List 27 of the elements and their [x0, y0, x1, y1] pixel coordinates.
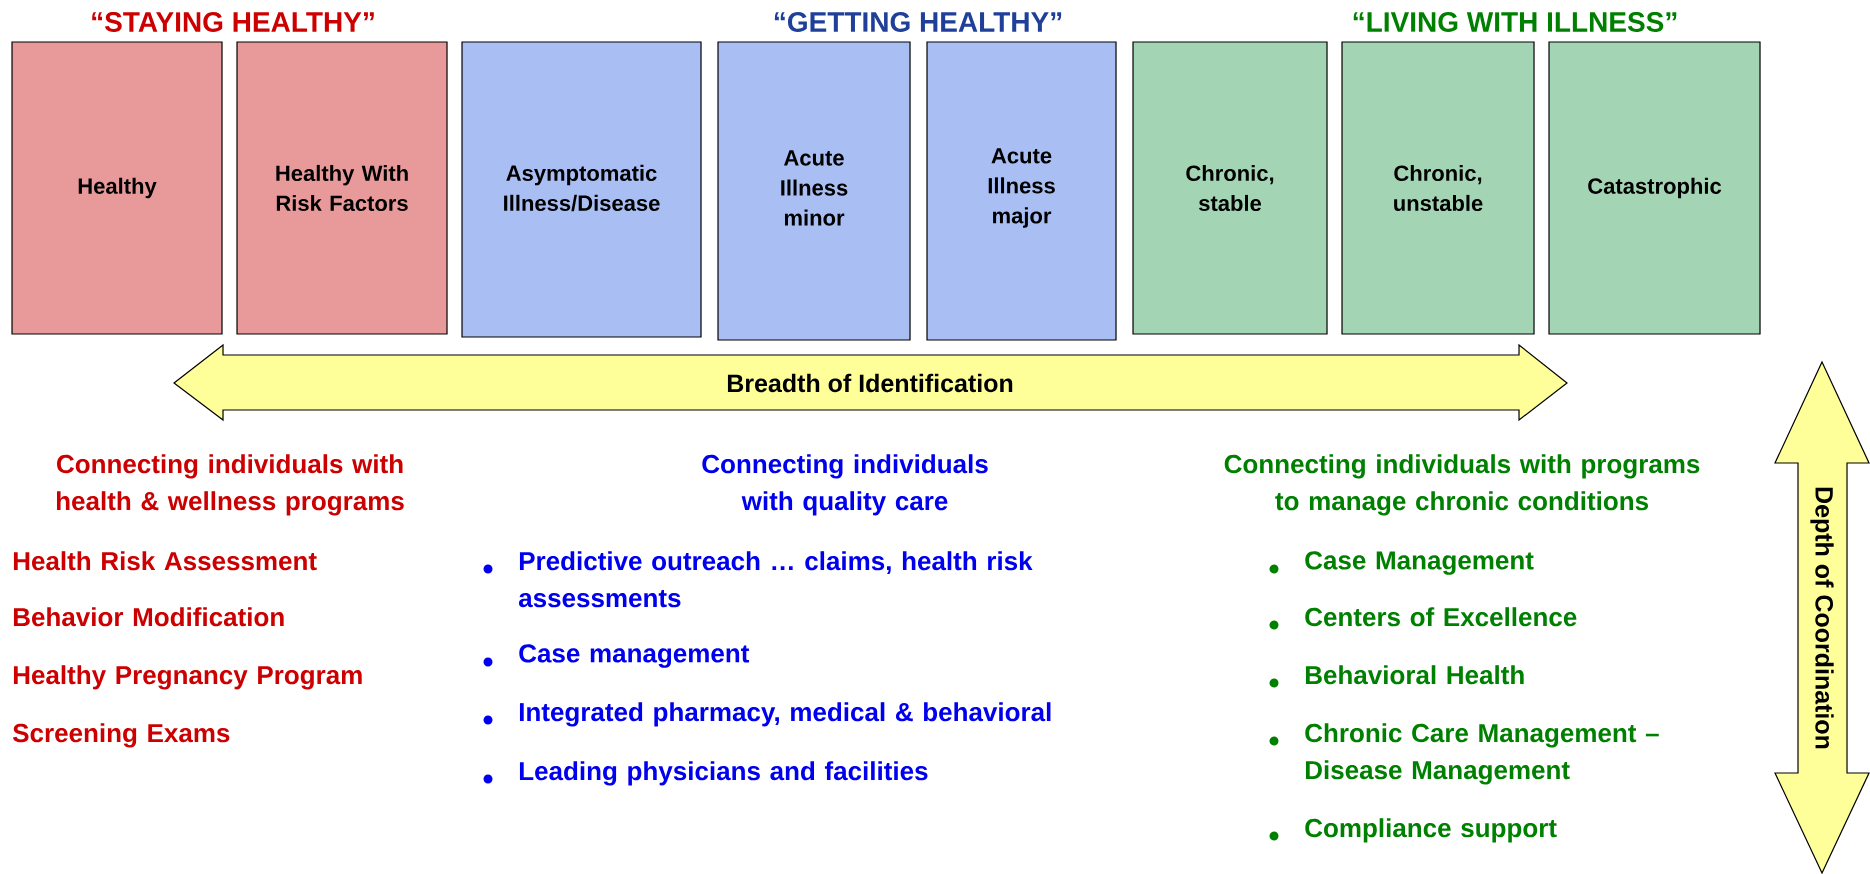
list-item: Compliance support: [1305, 818, 1557, 843]
stage-box: Chronic, unstable: [1341, 41, 1535, 335]
list-item: Case Management: [1305, 551, 1534, 575]
list-item: Health Risk Assessment: [13, 551, 317, 571]
list-item: Integrated pharmacy, medical & behavioral: [519, 702, 1051, 727]
stage-box: Catastrophic: [1548, 41, 1761, 335]
list-item: Behavior Modification: [13, 607, 284, 627]
list-item: Behavioral Health: [1305, 665, 1524, 685]
column-heading: Connecting individuals with health & wellness programs: [57, 454, 404, 516]
list-item: Centers of Excellence: [1305, 607, 1577, 627]
stage-box: Asymptomatic Illness/Disease: [461, 41, 702, 338]
list-item: Case management: [519, 644, 750, 668]
section-heading: “STAYING HEALTHY”: [92, 12, 374, 32]
column-heading: Connecting individuals with quality care: [702, 454, 988, 516]
list-item: Screening Exams: [12, 723, 230, 748]
stage-box: Healthy: [11, 41, 223, 335]
column-heading: Connecting individuals with programs to manage chronic conditions: [1224, 454, 1700, 516]
list-item: Predictive outreach … claims, health risk assessments: [519, 551, 1033, 608]
stage-box: Acute Illness major: [926, 41, 1117, 341]
stage-box: Acute Illness minor: [717, 41, 911, 341]
list-item: Chronic Care Management – Disease Management: [1305, 723, 1659, 785]
list-item: Healthy Pregnancy Program: [13, 665, 362, 690]
stage-box: Chronic, stable: [1132, 41, 1328, 335]
stage-box: Healthy With Risk Factors: [236, 41, 448, 335]
list-item: Leading physicians and facilities: [519, 761, 928, 786]
section-heading: “LIVING WITH ILLNESS”: [1353, 12, 1677, 32]
section-heading: “GETTING HEALTHY”: [774, 12, 1062, 32]
